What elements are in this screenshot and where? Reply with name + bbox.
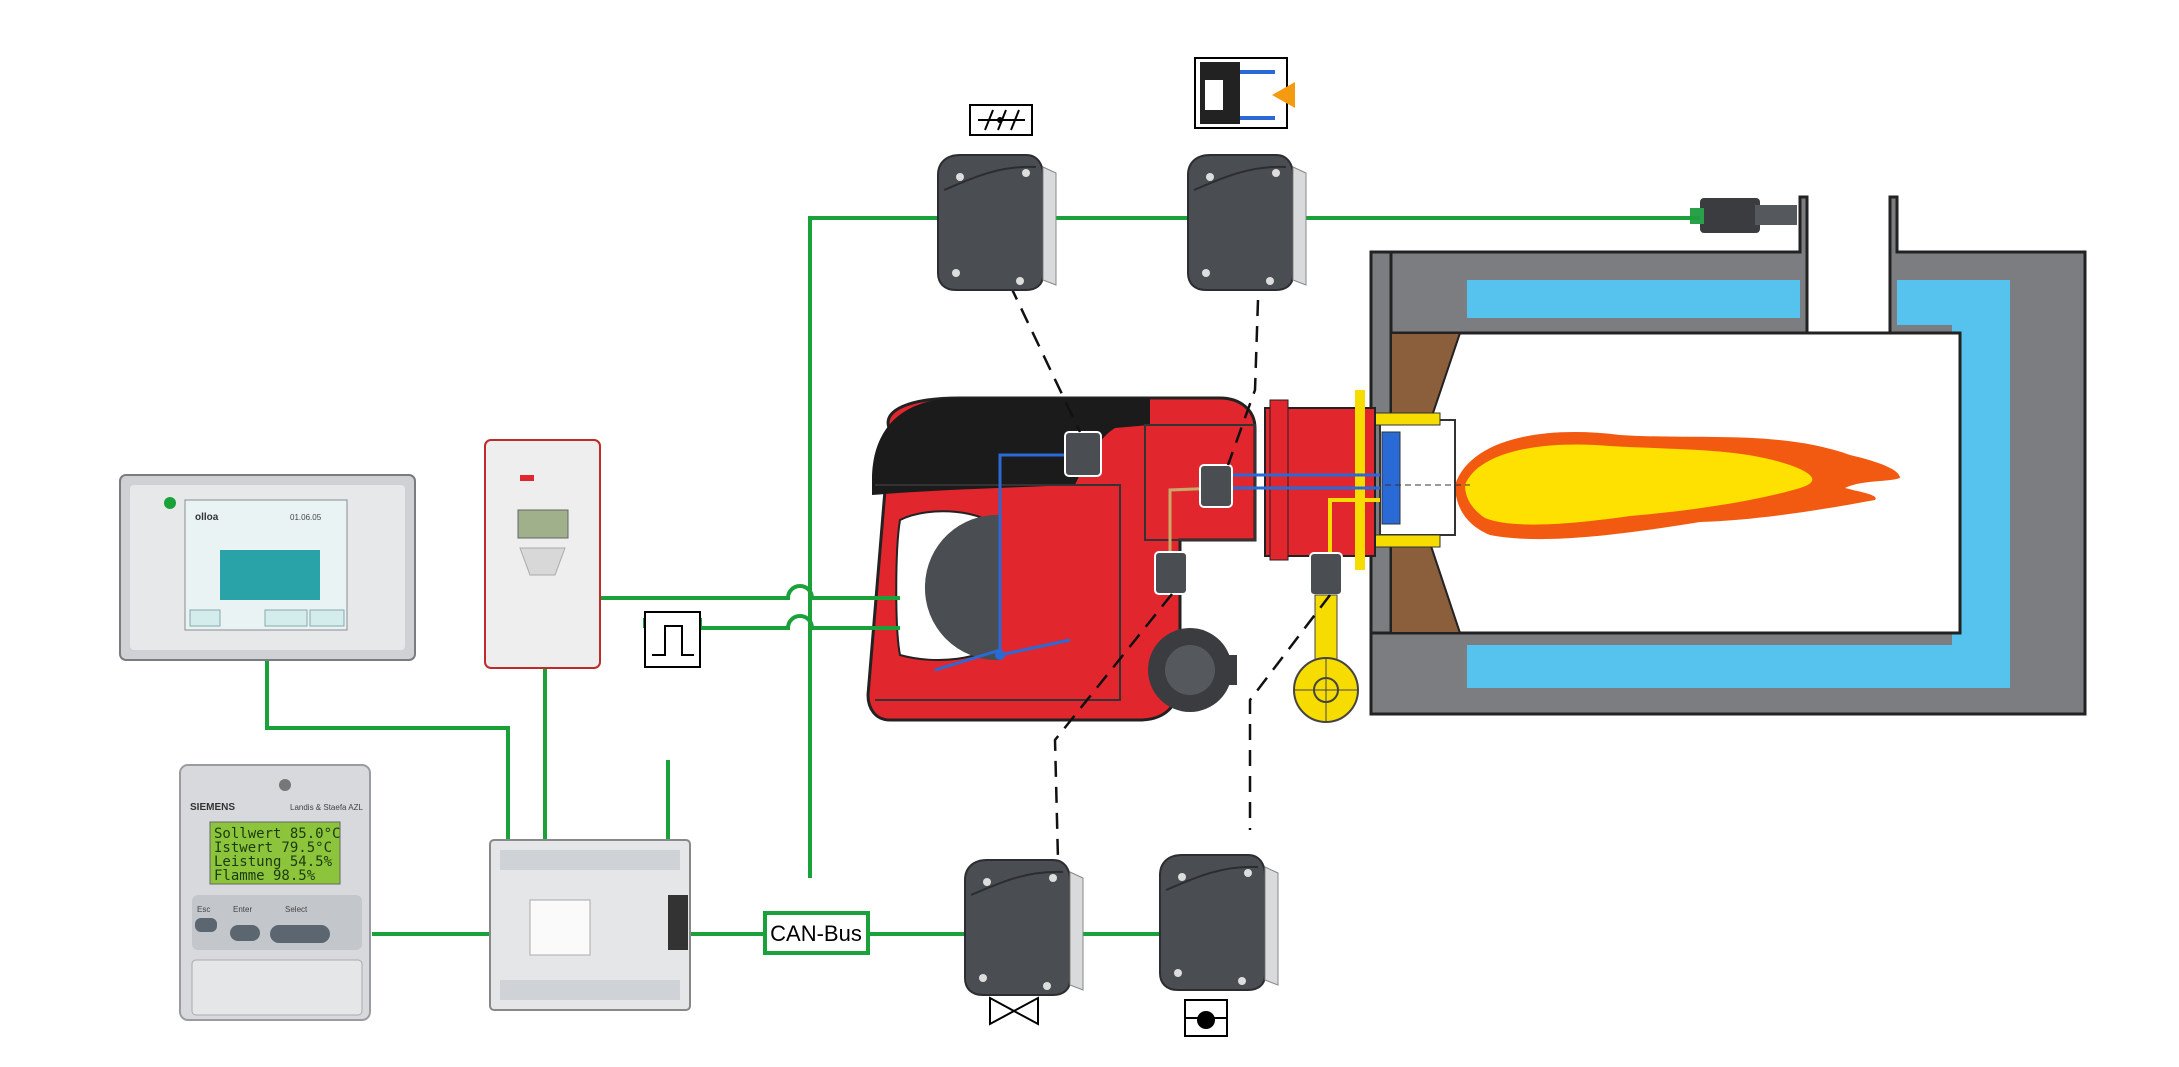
water-jacket-top-left [1467,280,1800,318]
actuator-gas-valve [964,859,1084,996]
canbus-label: CAN-Bus [770,921,862,946]
lcd-line-1: Sollwert 85.0°C [214,826,340,842]
air-damper-symbol-icon [969,104,1033,136]
controller-module-vertical [484,439,601,669]
oxygen-sensor [1690,198,1797,233]
gas-valve-symbol-icon [989,996,1039,1026]
actuator-fuel [1187,154,1307,291]
gas-regulator [1293,594,1359,723]
hmi-screen-time: 01.06.05 [290,513,322,522]
boiler [1369,195,2087,716]
water-jacket-right [1467,280,2010,688]
wire-pulse-to-fan [700,614,900,630]
burner-unit [866,390,1380,722]
air-damper-link-box [1064,431,1102,477]
wire-hmi-to-controller [265,660,510,840]
enter-button[interactable] [230,925,260,941]
power-led [164,497,176,509]
fuel-link-box-lower [1154,551,1188,595]
esc-label: Esc [197,905,210,914]
enter-label: Enter [233,905,252,914]
wire-module-to-fan [598,584,900,600]
hmi-logo: olloa [195,512,219,523]
flame [1455,432,1900,540]
mechanical-linkages [1008,284,1331,861]
operating-display-unit: SIEMENS Landis & Staefa AZL Sollwert 85.… [179,764,371,1021]
display-brand: SIEMENS [190,802,235,813]
canbus-label-box: CAN-Bus [763,911,870,955]
fan-motor [924,514,1000,661]
select-button[interactable] [270,925,330,943]
esc-button[interactable] [195,918,217,932]
wire-o2-sensor [808,216,1700,878]
module-display [517,509,569,539]
actuator-oil-pump [1159,854,1279,991]
select-label: Select [285,905,308,914]
lcd-line-4: Flamme 98.5% [214,868,316,884]
pulse-signal-icon [644,611,701,668]
display-model: Landis & Staefa AZL [290,803,363,812]
lcd-line-2: Istwert 79.5°C [214,840,332,856]
actuator-air-damper [937,154,1057,291]
flame-core [1465,444,1813,525]
display-lcd [209,821,341,885]
main-burner-controller [489,839,691,1011]
burner-head [1369,412,1470,548]
fuel-link-box-upper [1199,464,1233,508]
gas-link-box [1309,552,1343,596]
oil-pump-symbol-icon [1184,999,1228,1037]
hmi-touch-panel: olloa 01.06.05 [119,474,416,661]
fuel-cam-symbol-icon [1194,57,1295,129]
lcd-line-3: Leistung 54.5% [214,854,333,870]
